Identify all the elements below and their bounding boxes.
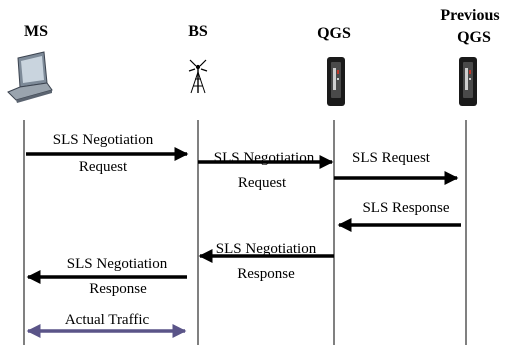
laptop-icon [7, 51, 53, 103]
msg1-line1: SLS Negotiation [53, 132, 154, 148]
msg6-line1: SLS Negotiation [67, 256, 168, 272]
msg5-line1: SLS Negotiation [216, 241, 317, 257]
msg4-line1: SLS Response [362, 200, 449, 216]
previous-qgs-server-icon [459, 57, 477, 106]
entity-label-ms: MS [24, 23, 48, 40]
msg2-line2: Request [238, 175, 287, 191]
msg3-line1: SLS Request [352, 150, 431, 166]
qgs-server-icon [327, 57, 345, 106]
entity-label-bs: BS [188, 23, 208, 40]
msg5-line2: Response [237, 266, 295, 282]
msg1-line2: Request [79, 159, 128, 175]
msg7-line1: Actual Traffic [65, 312, 150, 328]
msg2-line1: SLS Negotiation [214, 150, 315, 166]
antenna-tower-icon [188, 59, 208, 94]
msg6-line2: Response [89, 281, 147, 297]
entity-label-previous: Previous [440, 7, 499, 24]
entity-label-previous-qgs: QGS [457, 29, 491, 46]
entity-label-qgs: QGS [317, 25, 351, 42]
